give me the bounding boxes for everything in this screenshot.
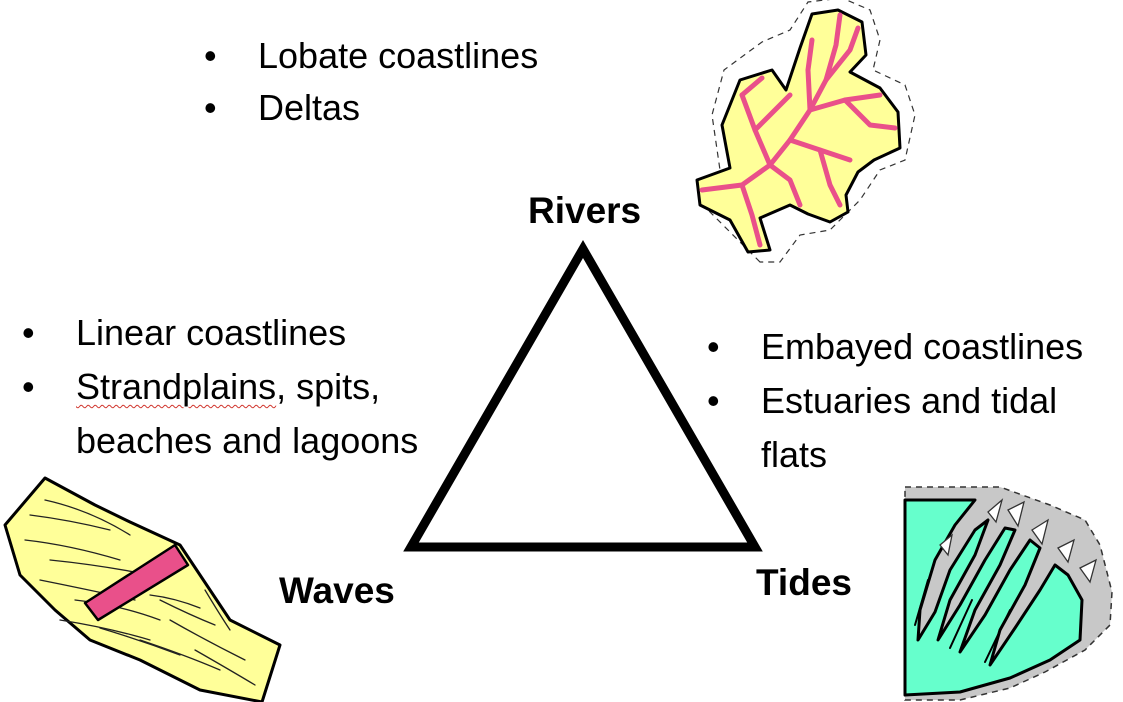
bullet-strandplains: Strandplains, spits, beaches and lagoons [20, 360, 470, 468]
bullet-estuaries-tidal-flats: Estuaries and tidal flats [705, 374, 1123, 482]
tides-corner-label: Tides [756, 562, 852, 603]
bullet-embayed-coastlines: Embayed coastlines [705, 320, 1123, 374]
rivers-bullet-list: Lobate coastlines Deltas [202, 30, 538, 135]
waves-corner-label: Waves [279, 570, 395, 611]
tidal-flat-illustration [903, 486, 1113, 701]
spellcheck-underlined-word: Strandplains [76, 366, 277, 407]
strandplains-rest: , spits, beaches and lagoons [76, 366, 419, 461]
waves-bullet-list: Linear coastlines Strandplains, spits, b… [20, 306, 470, 468]
delta-illustration [695, 0, 916, 263]
bullet-deltas: Deltas [202, 82, 538, 134]
strandplain-illustration [3, 476, 282, 702]
bullet-linear-coastlines: Linear coastlines [20, 306, 470, 360]
rivers-corner-label: Rivers [528, 190, 642, 231]
tides-bullet-list: Embayed coastlines Estuaries and tidal f… [705, 320, 1123, 482]
bullet-lobate-coastlines: Lobate coastlines [202, 30, 538, 82]
